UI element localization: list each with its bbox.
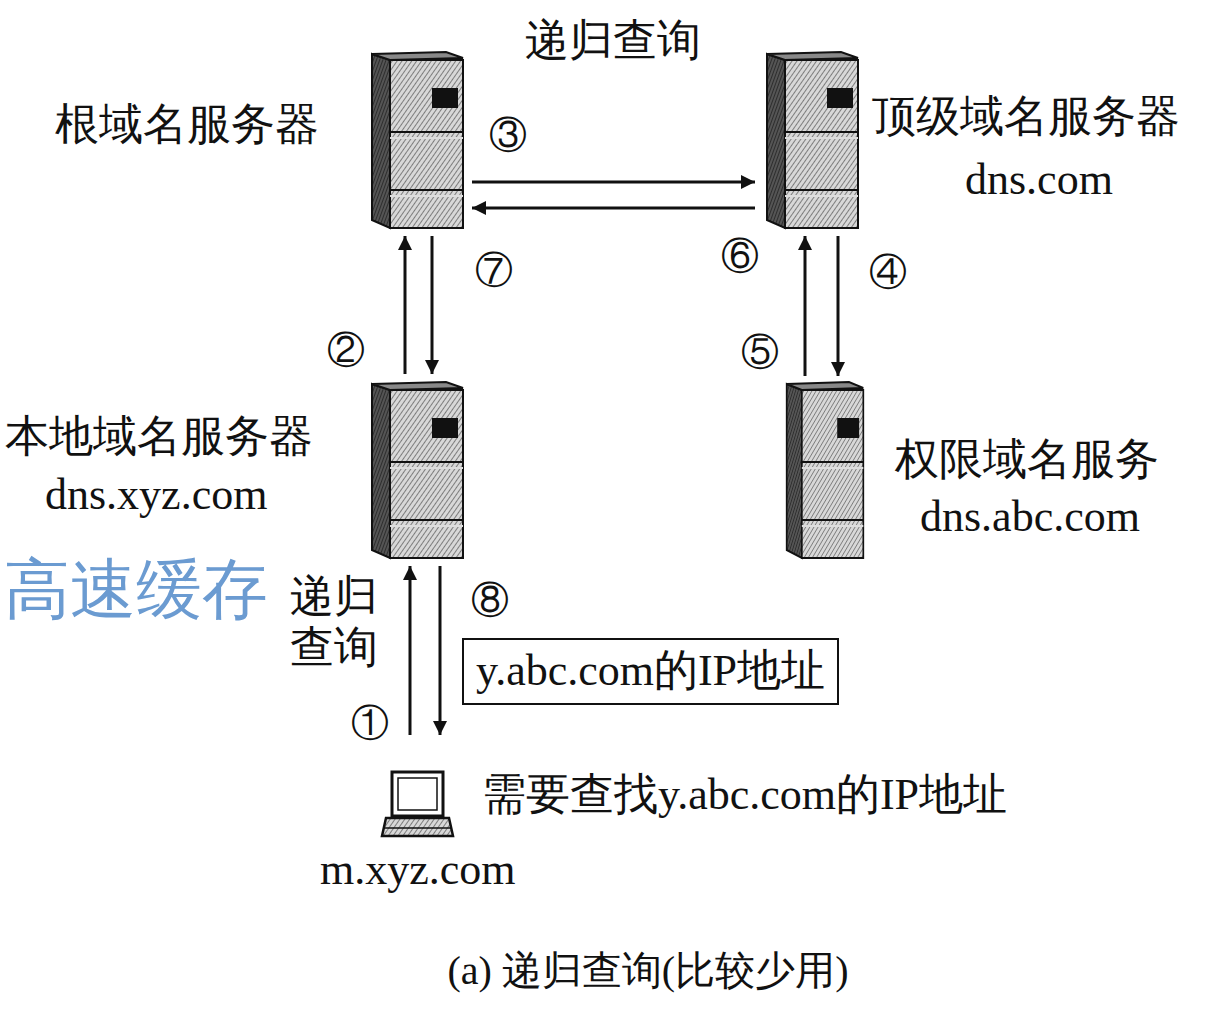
dns-server: 顶级域名服务器dns.com — [765, 50, 860, 230]
step-number: ② — [326, 330, 366, 370]
query-arrow — [439, 566, 442, 735]
server-icon — [765, 50, 860, 230]
server-icon — [370, 380, 465, 560]
cache-note: 高速缓存 — [4, 552, 268, 628]
dns-server: 根域名服务器 — [370, 50, 465, 230]
step-number: ⑥ — [720, 236, 760, 276]
annotation: 需要查找y.abc.com的IP地址 — [482, 770, 1007, 821]
query-arrow — [804, 236, 807, 376]
domain-name: dns.com — [965, 155, 1113, 206]
query-arrow — [837, 236, 840, 376]
step-number: ⑧ — [470, 580, 510, 620]
step-number: ④ — [868, 252, 908, 292]
step-number: ⑤ — [740, 332, 780, 372]
query-arrow — [472, 207, 755, 210]
step-number: ① — [350, 703, 390, 743]
annotation: 递归 查询 — [290, 572, 387, 673]
domain-name: dns.xyz.com — [45, 470, 267, 521]
query-arrow — [404, 236, 407, 374]
server-icon — [370, 50, 465, 230]
server-name: 权限域名服务 — [895, 435, 1159, 486]
result-box: y.abc.com的IP地址 — [462, 638, 839, 705]
server-name: y.abc.com的IP地址 — [476, 646, 825, 695]
step-number: ⑦ — [474, 250, 514, 290]
step-number: ③ — [488, 115, 528, 155]
server-name: 根域名服务器 — [55, 100, 319, 151]
client-host: m.xyz.com — [380, 770, 455, 840]
figure-caption: (a) 递归查询(比较少用) — [248, 948, 1048, 994]
server-name: 顶级域名服务器 — [872, 92, 1180, 143]
server-name: 本地域名服务器 — [5, 412, 313, 463]
query-arrow — [431, 236, 434, 374]
query-arrow — [472, 181, 755, 184]
annotation: 递归查询 — [525, 16, 701, 67]
server-name: m.xyz.com — [320, 845, 516, 896]
dns-server: 权限域名服务dns.abc.com — [785, 380, 865, 560]
laptop-icon — [380, 770, 455, 840]
server-icon — [785, 380, 865, 560]
query-arrow — [409, 566, 412, 735]
domain-name: dns.abc.com — [920, 492, 1140, 543]
dns-server: 本地域名服务器dns.xyz.com — [370, 380, 465, 560]
